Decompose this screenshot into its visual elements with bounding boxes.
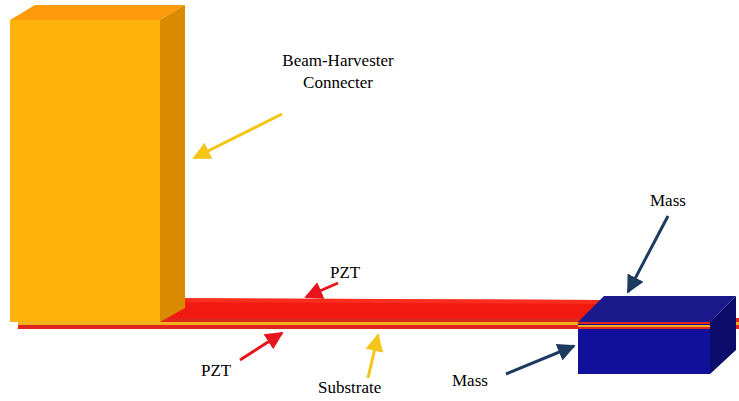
part-label: Mass (452, 370, 488, 392)
part-label: Beam-Harvester Connecter (263, 50, 413, 94)
part-label: Mass (650, 190, 686, 212)
leader-arrows (194, 114, 668, 378)
part-label: PZT (201, 360, 231, 382)
part-label: PZT (330, 262, 360, 284)
mass-block (578, 296, 739, 374)
connector-block (10, 5, 185, 322)
part-label: Substrate (318, 377, 381, 399)
